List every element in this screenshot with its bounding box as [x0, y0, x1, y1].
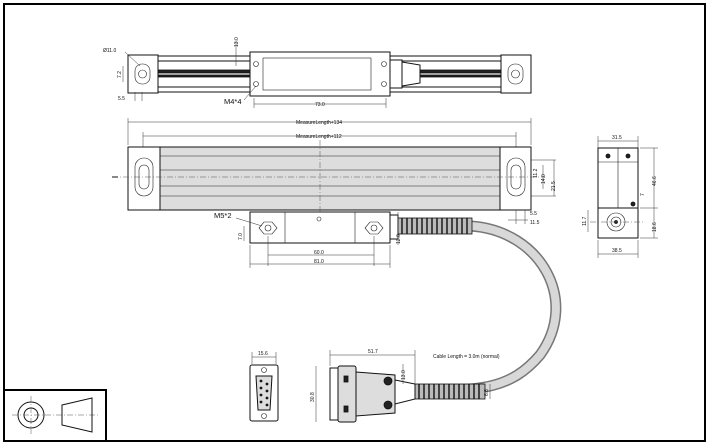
- hex-screw-icon: [364, 221, 384, 235]
- dim-81: 81.0: [314, 259, 324, 265]
- dim-measure-length-134: MeasureLength+134: [296, 120, 342, 126]
- screw-icon: [261, 367, 267, 373]
- cable: Cable Length = 3.0m (normal): [397, 217, 562, 400]
- dim-21-5: 21.5: [551, 181, 557, 191]
- front-right-slot: [506, 157, 526, 197]
- dim-60: 60.0: [314, 250, 324, 256]
- top-cable-gland: [401, 61, 421, 87]
- dim-6-8: 6.8: [484, 389, 490, 396]
- dim-5-5-front: 5.5: [530, 211, 537, 217]
- projection-symbol: [3, 389, 107, 442]
- dim-12-0: 12.0: [396, 234, 402, 244]
- top-scale-rail-right: [419, 69, 502, 74]
- dim-13: 13.0: [234, 37, 240, 47]
- projection-cone-icon: [61, 397, 93, 433]
- dim-7-2: 7.2: [117, 71, 123, 78]
- dim-51-7: 51.7: [368, 349, 378, 355]
- label-m4x4: M4*4: [224, 97, 242, 106]
- top-view: 73.0 13.0 7.2 Ø11.0 5.5 M4*4: [103, 37, 532, 108]
- front-left-slot: [134, 157, 154, 197]
- dim-15-6: 15.6: [258, 351, 268, 357]
- dim-11-5: 11.5: [530, 220, 540, 226]
- dim-13-0-connector: 13.0: [401, 370, 407, 380]
- top-reading-head: [249, 51, 391, 97]
- dim-11-7: 11.7: [582, 216, 588, 226]
- cable-sleeve-bottom: [414, 383, 486, 400]
- dim-7: 7: [640, 193, 646, 196]
- screw-icon: [381, 81, 387, 87]
- top-right-hole-icon: [511, 69, 520, 79]
- dim-46-6: 46.6: [652, 176, 658, 186]
- connector-plate: [329, 367, 339, 421]
- connector-side-view: 51.7 30.8 13.0 6.8: [310, 349, 491, 423]
- db9-pins-icon: [255, 375, 273, 411]
- side-view: 31.5 46.6 7 18.6 11.7 38.5: [582, 135, 658, 258]
- top-left-end-cap: [127, 54, 159, 94]
- dim-73: 73.0: [315, 102, 325, 108]
- dim-11-2: 11.2: [533, 168, 539, 178]
- top-left-hole-icon: [138, 69, 147, 79]
- top-right-end-cap: [500, 54, 532, 94]
- side-head: [597, 207, 639, 239]
- dim-measure-length-112: MeasureLength+112: [296, 134, 342, 140]
- top-head-window: [262, 57, 372, 91]
- top-scale-rail-left: [157, 69, 251, 74]
- dim-14: 14.0: [541, 174, 547, 184]
- thumbscrew-icon: [383, 400, 393, 410]
- dim-38-5: 38.5: [612, 248, 622, 254]
- screw-icon: [381, 61, 387, 67]
- dim-18-6: 18.6: [652, 222, 658, 232]
- dim-d11: Ø11.0: [103, 48, 116, 54]
- screw-icon: [253, 81, 259, 87]
- front-view: MeasureLength+134 MeasureLength+112 21.5…: [112, 118, 557, 268]
- hex-screw-icon: [258, 221, 278, 235]
- top-right-slot: [507, 63, 524, 85]
- thumbscrew-icon: [383, 376, 393, 386]
- connector-hood: [337, 365, 357, 423]
- cable-sleeve-top: [397, 217, 473, 235]
- dim-31-5: 31.5: [612, 135, 622, 141]
- front-scale-body: [127, 146, 532, 211]
- connector-face-view: 15.6: [249, 351, 279, 422]
- drawing-frame: [3, 3, 706, 442]
- projection-symbol-box: [3, 389, 107, 442]
- dim-7-0: 7.0: [238, 233, 244, 240]
- dim-5-5-top: 5.5: [118, 96, 125, 102]
- dim-30-8: 30.8: [310, 392, 316, 402]
- screw-icon: [261, 413, 267, 419]
- top-left-slot: [134, 63, 151, 85]
- screw-icon: [253, 61, 259, 67]
- cable-length-label: Cable Length = 3.0m (normal): [433, 354, 500, 360]
- label-m5x2: M5*2: [214, 211, 232, 220]
